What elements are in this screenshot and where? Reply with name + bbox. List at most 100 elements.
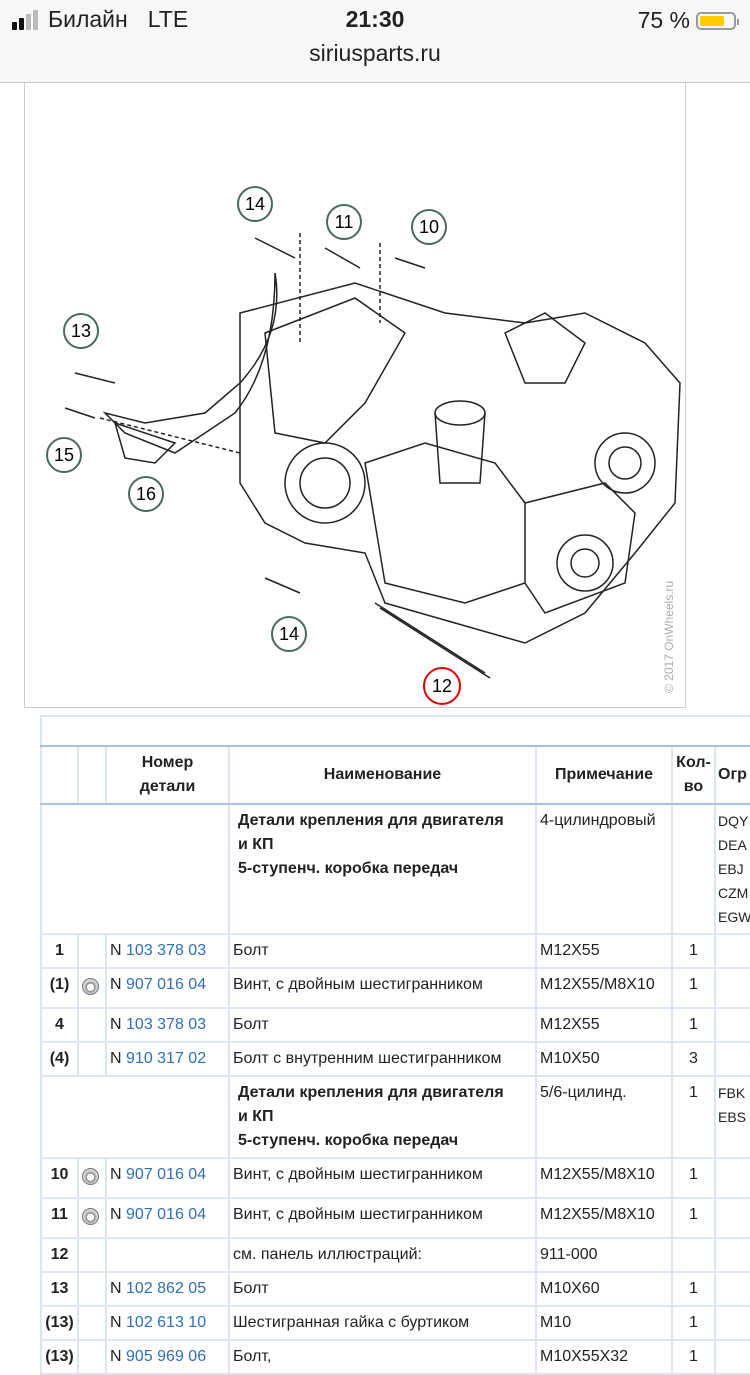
battery-icon [696, 11, 739, 30]
table-row: 10 N 907 016 04 Винт, с двойным шестигра… [40, 1157, 750, 1199]
qty-cell: 1 [671, 933, 716, 969]
table-row: 11 N 907 016 04 Винт, с двойным шестигра… [40, 1197, 750, 1239]
name-cell: Винт, с двойным шестигранником [228, 967, 537, 1009]
restriction-cell [713, 1305, 750, 1341]
carrier: Билайн LTE [12, 6, 188, 33]
part-number-link[interactable]: 103 378 03 [126, 942, 207, 959]
name-cell: Болт [228, 1271, 537, 1307]
battery: 75 % [638, 7, 739, 34]
callout-14[interactable]: 14 [237, 186, 273, 222]
table-row: (4) N 910 317 02 Болт с внутренним шести… [40, 1041, 750, 1077]
svg-text:10: 10 [419, 217, 439, 237]
callout-11[interactable]: 11 [326, 204, 362, 240]
part-number-link[interactable]: 103 378 03 [126, 1016, 207, 1033]
callout-16[interactable]: 16 [128, 476, 164, 512]
info-icon[interactable] [82, 1208, 99, 1225]
part-number-cell: N 910 317 02 [105, 1041, 230, 1077]
part-number-link[interactable]: 102 613 10 [126, 1314, 207, 1331]
signal-icon [12, 9, 38, 30]
icon-cell [77, 1007, 107, 1043]
svg-text:15: 15 [54, 445, 74, 465]
part-number-cell: N 103 378 03 [105, 1007, 230, 1043]
note-cell: 911-000 [535, 1237, 673, 1273]
restriction-cell [713, 1237, 750, 1273]
info-icon[interactable] [82, 978, 99, 995]
name-cell: Шестигранная гайка с буртиком [228, 1305, 537, 1341]
header-note: Примечание [535, 745, 673, 805]
svg-text:14: 14 [245, 194, 265, 214]
qty-cell [671, 1237, 716, 1273]
note-cell: M12X55/M8X10 [535, 1197, 673, 1239]
svg-text:14: 14 [279, 624, 299, 644]
note-cell: M10X55X32 [535, 1339, 673, 1375]
table-row: 4 N 103 378 03 Болт M12X55 1 [40, 1007, 750, 1043]
svg-text:12: 12 [432, 676, 452, 696]
qty-cell [671, 803, 716, 935]
part-number-link[interactable]: 905 969 06 [126, 1348, 207, 1365]
position-number: 10 [40, 1157, 79, 1199]
table-row: (13) N 102 613 10 Шестигранная гайка с б… [40, 1305, 750, 1341]
info-icon[interactable] [82, 1168, 99, 1185]
qty-cell: 1 [671, 1007, 716, 1043]
position-number: (1) [40, 967, 79, 1009]
icon-cell [77, 1305, 107, 1341]
part-number-cell: N 103 378 03 [105, 933, 230, 969]
note-cell: M10X50 [535, 1041, 673, 1077]
qty-cell: 1 [671, 1075, 716, 1159]
part-number-cell: N 102 862 05 [105, 1271, 230, 1307]
table-row: 13 N 102 862 05 Болт M10X60 1 [40, 1271, 750, 1307]
part-number-link[interactable]: 102 862 05 [126, 1280, 207, 1297]
qty-cell: 3 [671, 1041, 716, 1077]
part-number-cell: N 907 016 04 [105, 1197, 230, 1239]
header-name: Наименование [228, 745, 537, 805]
restriction-cell [713, 1271, 750, 1307]
note-cell: 4-цилиндровый [535, 803, 673, 935]
icon-cell [77, 933, 107, 969]
position-number: 13 [40, 1271, 79, 1307]
note-cell: M12X55 [535, 1007, 673, 1043]
part-number-link[interactable]: 907 016 04 [126, 1206, 207, 1223]
position-number: (4) [40, 1041, 79, 1077]
callout-10[interactable]: 10 [411, 209, 447, 245]
icon-cell [77, 1237, 107, 1273]
icon-cell [77, 1041, 107, 1077]
name-cell: см. панель иллюстраций: [228, 1237, 537, 1273]
part-number-cell: N 907 016 04 [105, 1157, 230, 1199]
status-bar: Билайн LTE 21:30 75 % siriusparts.ru [0, 0, 750, 83]
parts-diagram: 14 11 10 13 15 16 14 12 © 2017 OnWheels.… [24, 83, 686, 708]
note-cell: M12X55/M8X10 [535, 967, 673, 1009]
address-bar[interactable]: siriusparts.ru [309, 40, 441, 66]
part-number-link[interactable]: 907 016 04 [126, 976, 207, 993]
part-number-cell: N 102 613 10 [105, 1305, 230, 1341]
callout-14-lower[interactable]: 14 [271, 616, 307, 652]
note-cell: M10X60 [535, 1271, 673, 1307]
icon-cell [77, 1271, 107, 1307]
position-number: 11 [40, 1197, 79, 1239]
callout-12-highlighted[interactable]: 12 [423, 667, 461, 705]
callout-13[interactable]: 13 [63, 313, 99, 349]
callout-15[interactable]: 15 [46, 437, 82, 473]
clock: 21:30 [345, 6, 405, 32]
note-cell: M10 [535, 1305, 673, 1341]
part-number-cell: N 907 016 04 [105, 967, 230, 1009]
note-cell: 5/6-цилинд. [535, 1075, 673, 1159]
qty-cell: 1 [671, 967, 716, 1009]
qty-cell: 1 [671, 1271, 716, 1307]
restriction-cell [713, 1041, 750, 1077]
restriction-cell [713, 1157, 750, 1199]
part-number-cell: N 905 969 06 [105, 1339, 230, 1375]
position-number: 12 [40, 1237, 79, 1273]
name-cell: Винт, с двойным шестигранником [228, 1157, 537, 1199]
qty-cell: 1 [671, 1197, 716, 1239]
watermark: © 2017 OnWheels.ru [662, 581, 676, 693]
header-restriction: Огр [713, 745, 750, 805]
part-number-link[interactable]: 907 016 04 [126, 1166, 207, 1183]
qty-cell: 1 [671, 1305, 716, 1341]
part-number-link[interactable]: 910 317 02 [126, 1050, 207, 1067]
